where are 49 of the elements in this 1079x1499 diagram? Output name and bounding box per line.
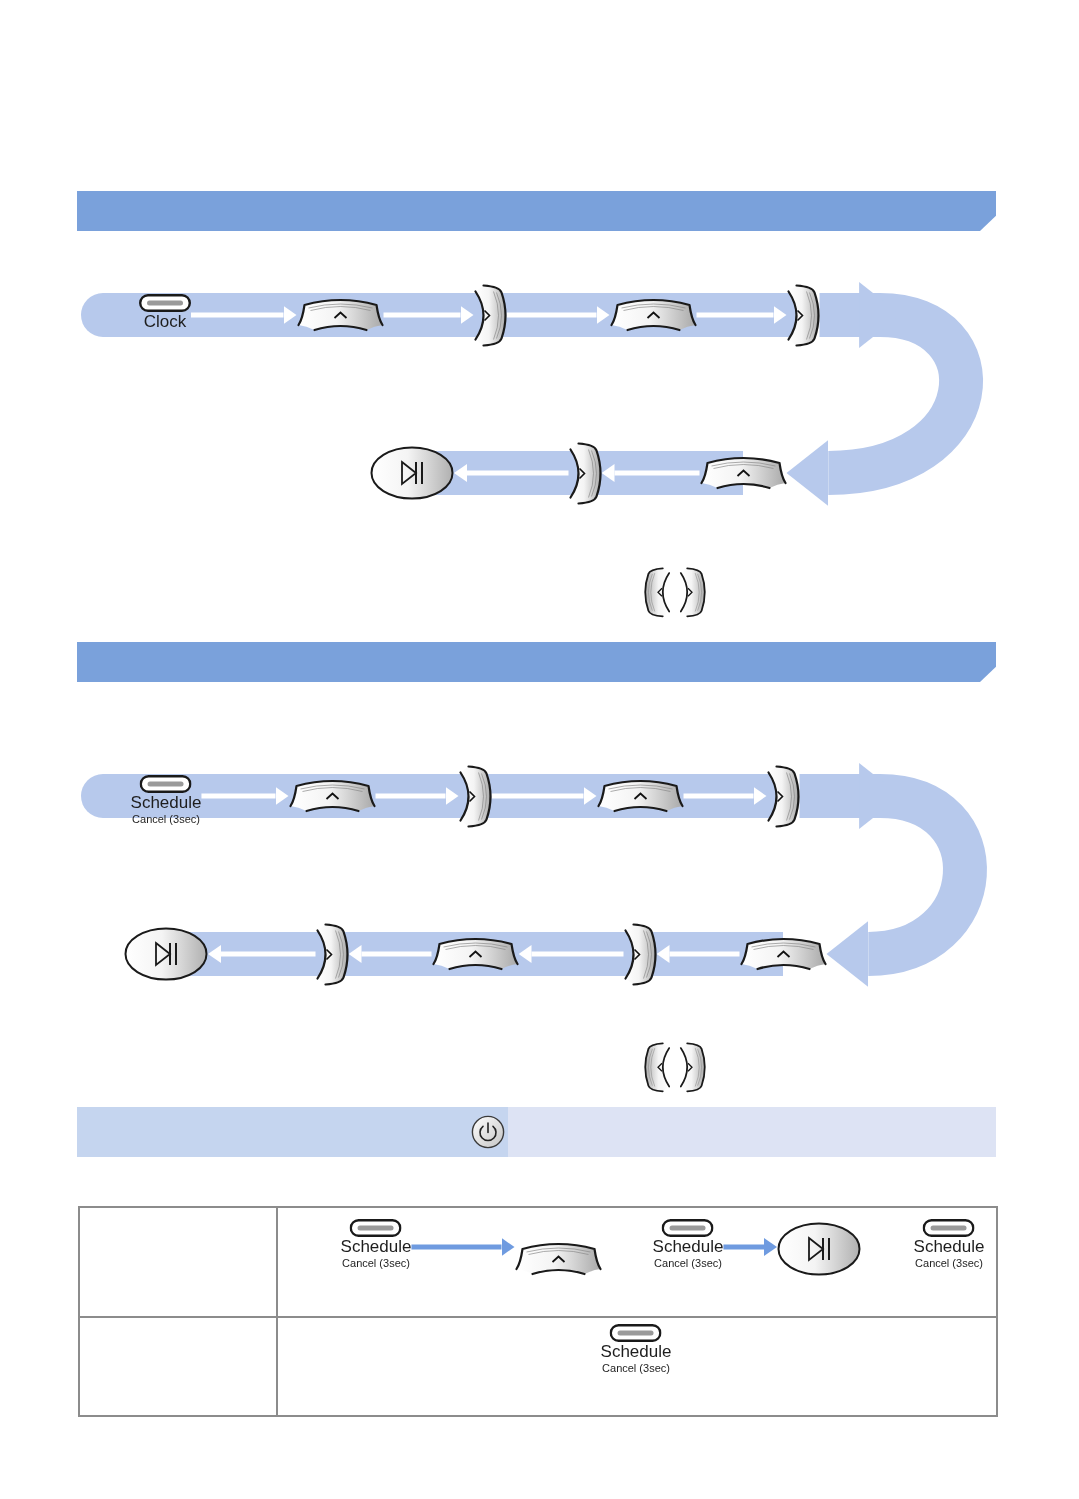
arrow (696, 306, 787, 324)
up-key-icon (514, 1241, 602, 1277)
button-label: Schedule (600, 1342, 672, 1361)
up-key-icon (431, 936, 519, 972)
up-key-icon (739, 936, 827, 972)
right-key-icon (315, 922, 349, 986)
right-key-icon (786, 283, 820, 347)
up-key-icon (596, 778, 684, 814)
button-label: Clock (143, 312, 187, 331)
left-right-keys-icon (644, 566, 706, 618)
arrow (518, 945, 624, 963)
arrow (348, 945, 432, 963)
button-label: Schedule (340, 1237, 412, 1256)
right-key-icon (766, 764, 800, 828)
arrow (191, 306, 297, 324)
up-key-icon (609, 297, 697, 333)
up-key-icon (296, 297, 384, 333)
play-pause-button-icon (777, 1222, 861, 1276)
arrow (208, 945, 316, 963)
right-key-icon (458, 764, 492, 828)
button-sublabel: Cancel (3sec) (915, 1257, 983, 1270)
arrow (411, 1238, 515, 1256)
arrow (723, 1238, 777, 1256)
arrow (601, 464, 700, 482)
right-key-icon (473, 283, 507, 347)
play-pause-button-icon (370, 446, 454, 500)
arrow (383, 306, 474, 324)
right-key-icon (568, 441, 602, 505)
button-label: Schedule (130, 793, 202, 812)
arrow (506, 306, 610, 324)
button-sublabel: Cancel (3sec) (602, 1362, 670, 1375)
button-sublabel: Cancel (3sec) (654, 1257, 722, 1270)
left-right-keys-icon (644, 1041, 706, 1093)
curved-arrow (786, 282, 983, 506)
up-key-icon (699, 455, 787, 491)
arrow (683, 787, 767, 805)
arrow (656, 945, 740, 963)
arrow (201, 787, 289, 805)
curved-arrow (799, 763, 987, 987)
arrow (491, 787, 597, 805)
right-key-icon (623, 922, 657, 986)
arrow (454, 464, 569, 482)
button-label: Schedule (652, 1237, 724, 1256)
up-key-icon (288, 778, 376, 814)
button-sublabel: Cancel (3sec) (132, 813, 200, 826)
play-pause-button-icon (124, 927, 208, 981)
arrow (375, 787, 459, 805)
button-label: Schedule (913, 1237, 985, 1256)
button-sublabel: Cancel (3sec) (342, 1257, 410, 1270)
